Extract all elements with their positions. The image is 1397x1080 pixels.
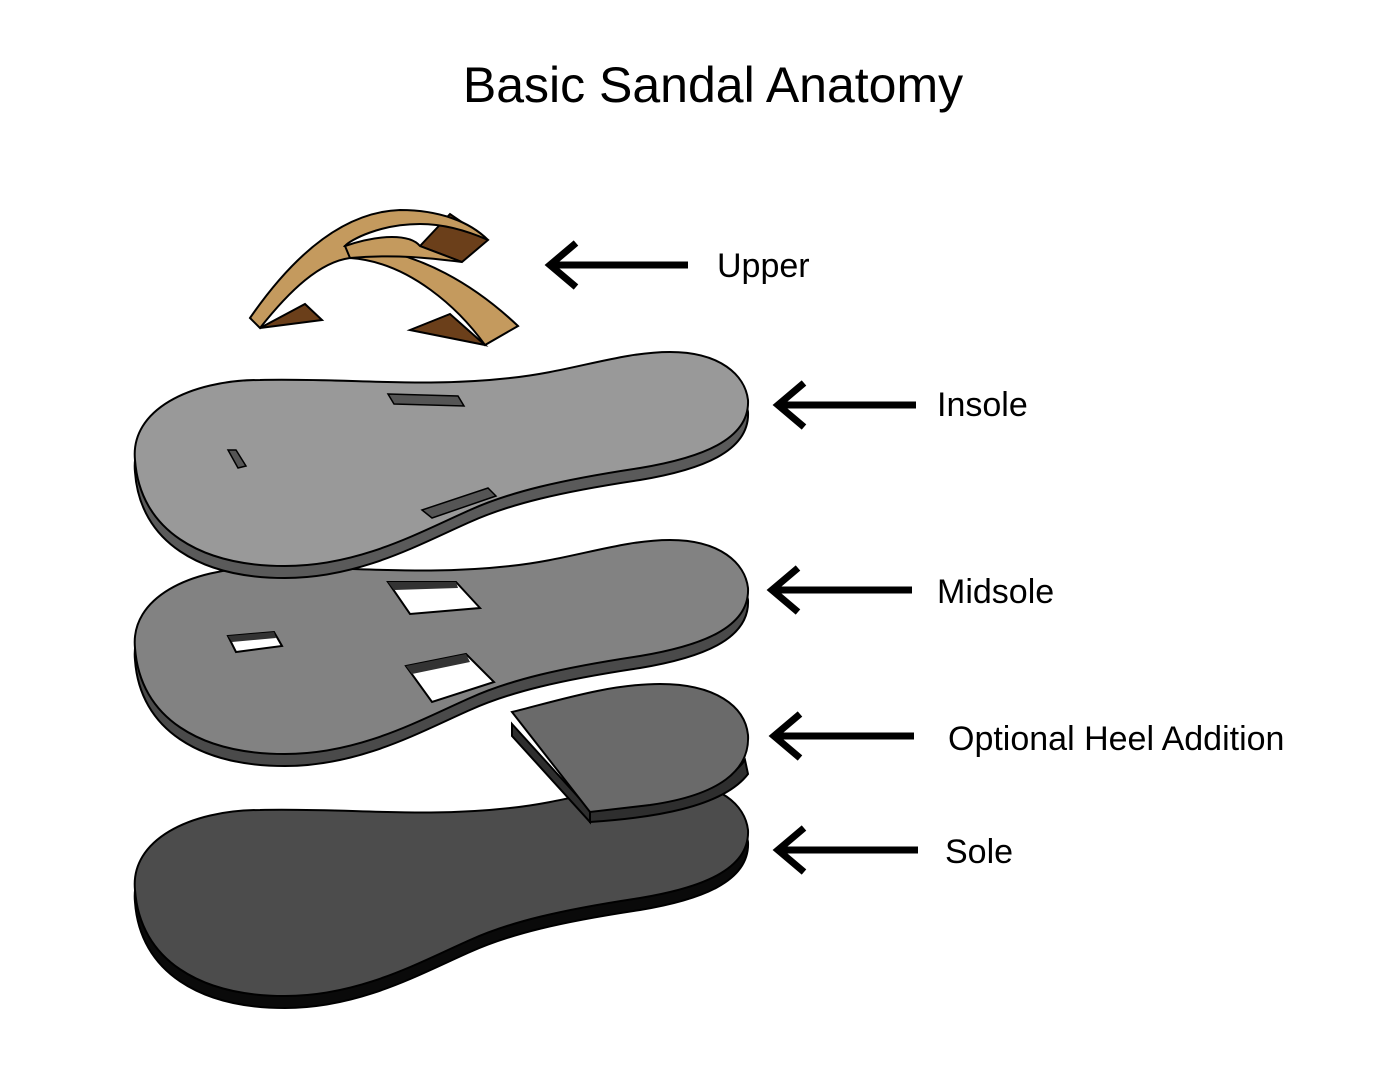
- label-insole: Insole: [937, 386, 1028, 424]
- label-heel: Optional Heel Addition: [948, 720, 1285, 758]
- upper-strap: [248, 208, 520, 347]
- insole-slot: [386, 393, 466, 407]
- upper-layer: [248, 208, 520, 347]
- insole-layer: [133, 351, 750, 579]
- arrow-sole: [772, 825, 918, 875]
- heel-layer: [510, 682, 750, 825]
- arrow-heel: [768, 711, 914, 761]
- arrow-insole: [772, 380, 916, 430]
- label-midsole: Midsole: [937, 573, 1055, 611]
- sole-layer: [133, 781, 750, 1009]
- heel-top: [510, 682, 750, 814]
- arrow-upper: [544, 240, 688, 290]
- insole-slot: [226, 449, 248, 469]
- midsole-layer: [133, 539, 750, 767]
- label-upper: Upper: [717, 247, 810, 285]
- insole-slot: [420, 487, 498, 519]
- label-sole: Sole: [945, 833, 1014, 871]
- arrow-midsole: [766, 565, 912, 615]
- arrows: [544, 240, 918, 875]
- diagram-title: Basic Sandal Anatomy: [462, 57, 964, 113]
